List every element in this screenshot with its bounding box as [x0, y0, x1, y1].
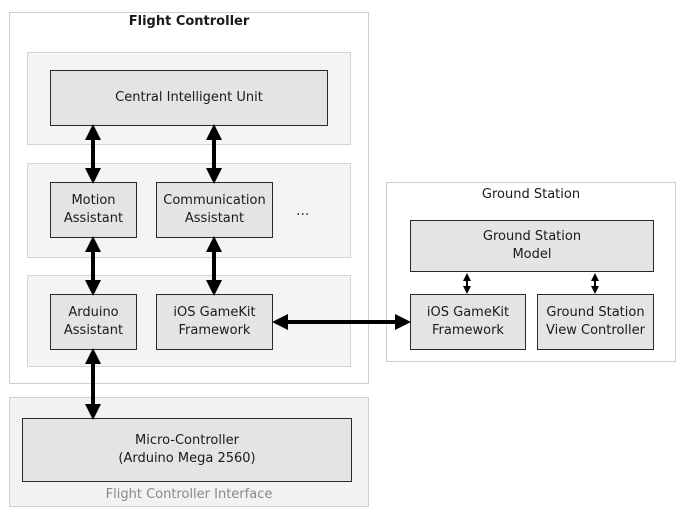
gs-gamekit-box: iOS GameKit Framework [410, 294, 526, 350]
ellipsis-text: ... [296, 203, 310, 219]
central-intelligent-unit-box: Central Intelligent Unit [50, 70, 328, 126]
fc-gamekit-box: iOS GameKit Framework [156, 294, 273, 350]
arduino-assistant-box: Arduino Assistant [50, 294, 137, 350]
interface-title: Flight Controller Interface [105, 487, 273, 502]
flight-controller-title: Flight Controller [128, 14, 250, 29]
communication-assistant-box: Communication Assistant [156, 182, 273, 238]
ground-station-title: Ground Station [481, 187, 581, 202]
motion-assistant-box: Motion Assistant [50, 182, 137, 238]
ground-station-view-controller-box: Ground Station View Controller [537, 294, 654, 350]
ground-station-model-box: Ground Station Model [410, 220, 654, 272]
micro-controller-box: Micro-Controller (Arduino Mega 2560) [22, 418, 352, 482]
